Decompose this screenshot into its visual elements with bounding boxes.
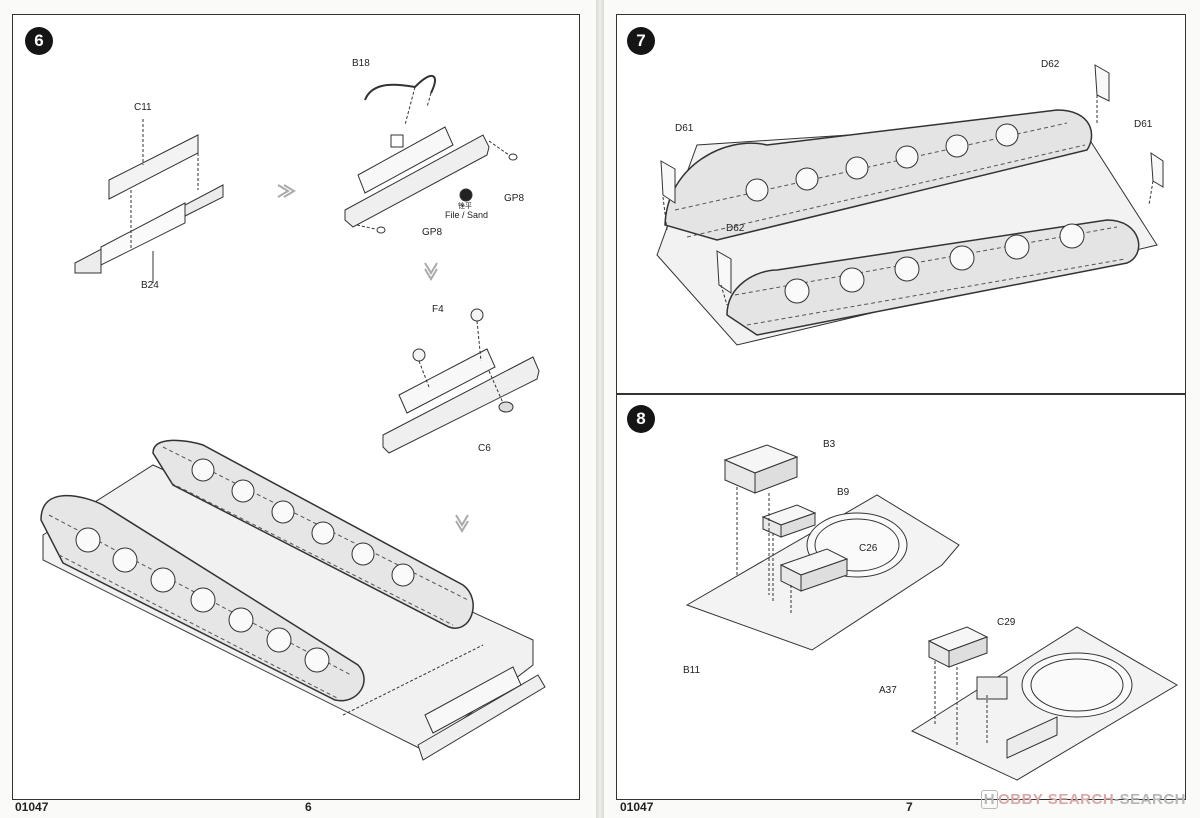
label-file-sand-cn: 锉平 <box>458 203 472 210</box>
label-b3: B3 <box>823 439 836 450</box>
right-page: 7 D62 D61 D61 D62 <box>604 0 1200 818</box>
step8-frame: 8 B3 B9 C26 B11 C29 A37 <box>616 394 1186 800</box>
page-gutter <box>596 0 604 818</box>
footer-code-left: 01047 <box>15 800 49 814</box>
step-8-badge: 8 <box>627 405 655 433</box>
label-d62-mid: D62 <box>726 223 745 234</box>
label-d62-top: D62 <box>1041 59 1060 70</box>
step7-frame: 7 D62 D61 D61 D62 <box>616 14 1186 394</box>
label-d61-right: D61 <box>1134 119 1153 130</box>
label-b24: B24 <box>141 280 159 291</box>
label-b9: B9 <box>837 487 850 498</box>
step6-drawing <box>13 15 579 799</box>
label-a37: A37 <box>879 685 897 696</box>
label-gp8-right: GP8 <box>504 193 525 204</box>
label-c26: C26 <box>859 543 878 554</box>
label-file-sand: File / Sand <box>445 210 489 220</box>
label-gp8-bottom: GP8 <box>422 227 443 238</box>
step8-drawing <box>617 395 1185 799</box>
label-b11: B11 <box>683 665 701 676</box>
left-page: 6 C11 B24 B18 GP8 GP8 锉平 File / Sand F4 … <box>0 0 596 818</box>
footer-code-right: 01047 <box>620 800 654 814</box>
label-c11: C11 <box>134 102 152 113</box>
label-c6: C6 <box>478 443 491 454</box>
label-f4: F4 <box>432 304 444 315</box>
footer-page-number-left: 6 <box>305 800 312 814</box>
label-b18: B18 <box>352 58 370 69</box>
step7-drawing <box>617 15 1185 393</box>
hobby-search-logo-icon: H <box>980 790 999 809</box>
label-d61-left: D61 <box>675 123 694 134</box>
footer-page-number-right: 7 <box>906 800 913 814</box>
label-c29: C29 <box>997 617 1016 628</box>
step-7-badge: 7 <box>627 27 655 55</box>
step-6-badge: 6 <box>25 27 53 55</box>
step6-frame: 6 C11 B24 B18 GP8 GP8 锉平 File / Sand F4 … <box>12 14 580 800</box>
